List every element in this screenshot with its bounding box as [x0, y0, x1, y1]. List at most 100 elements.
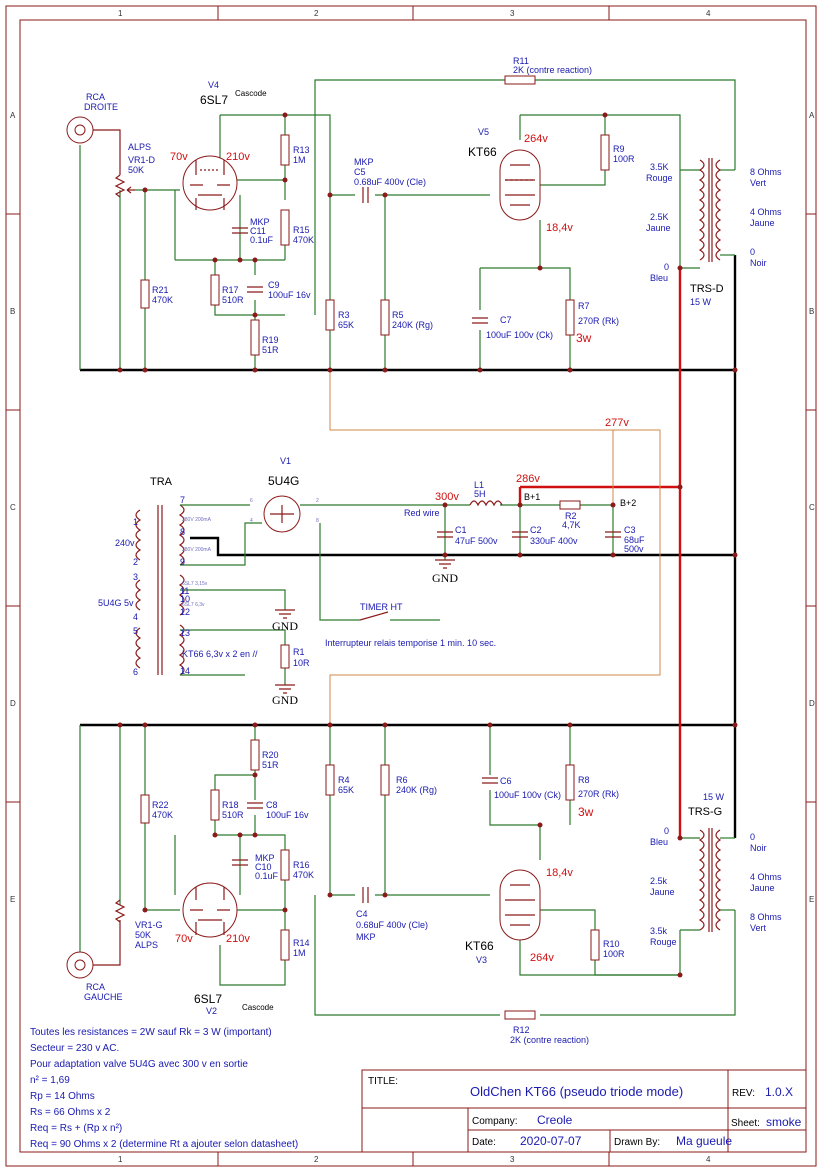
- r16-value: 470K: [293, 870, 314, 880]
- tra-label: TRA: [150, 476, 173, 488]
- resistor-r16: [280, 849, 290, 881]
- note-line: Rs = 66 Ohms x 2: [30, 1107, 111, 1118]
- r8-3w: 3w: [578, 805, 594, 819]
- r4-label: R4: [338, 775, 350, 785]
- pri-pin-6: 6: [133, 667, 138, 677]
- trs-g-bleu: Bleu: [650, 837, 668, 847]
- trs-g-zero2: 0: [750, 832, 755, 842]
- vr1-d-value: 50K: [128, 165, 144, 175]
- note-line: Rp = 14 Ohms: [30, 1091, 95, 1102]
- pri-240v: 240v: [115, 538, 135, 548]
- top-channel-wiring: [79, 79, 736, 370]
- r18-value: 510R: [222, 810, 244, 820]
- v5-264v: 264v: [524, 133, 548, 145]
- r6-label: R6: [396, 775, 408, 785]
- c4-mkp: MKP: [356, 932, 376, 942]
- sec-pin-14: 14: [180, 666, 190, 676]
- v3-264v: 264v: [530, 952, 554, 964]
- bottom-channel-wiring: [79, 725, 736, 1016]
- ground-symbols: [275, 559, 455, 694]
- grid-row-c: C: [10, 503, 16, 512]
- sec-6sl7-6v3: 6SL7 6,3v: [182, 602, 205, 608]
- c9-label: C9: [268, 280, 280, 290]
- note-line: Req = 90 Ohms x 2 (determine Rt a ajoute…: [30, 1139, 298, 1150]
- r20-label: R20: [262, 750, 279, 760]
- grid-row-d: D: [10, 699, 16, 708]
- r10-value: 100R: [603, 949, 625, 959]
- r21-label: R21: [152, 285, 169, 295]
- v4-70v: 70v: [170, 151, 188, 163]
- c10-label: C10: [255, 862, 272, 872]
- note-line: Pour adaptation valve 5U4G avec 300 v en…: [30, 1059, 248, 1070]
- c2-value: 330uF 400v: [530, 536, 578, 546]
- r22-value: 470K: [152, 810, 173, 820]
- alps-g-label: ALPS: [135, 940, 158, 950]
- tube-v2-6sl7: [182, 882, 238, 938]
- trs-d-vert: Vert: [750, 178, 767, 188]
- r22-label: R22: [152, 800, 169, 810]
- v3-type: KT66: [465, 939, 494, 953]
- vr1-g-label: VR1-G: [135, 920, 163, 930]
- sec-pin-8: 8: [180, 527, 185, 537]
- company-value: Creole: [537, 1113, 573, 1127]
- output-transformer-trs-d: [698, 158, 722, 262]
- timer-description: Interrupteur relais temporise 1 min. 10 …: [325, 638, 496, 648]
- date-value: 2020-07-07: [520, 1134, 582, 1148]
- ground-bus-top: [80, 255, 737, 372]
- trs-d-jaune2: Jaune: [750, 218, 775, 228]
- pri-pin-2: 2: [133, 557, 138, 567]
- tube-v3-kt66: [499, 869, 541, 941]
- rca-g-label: RCA: [86, 982, 105, 992]
- r8-value: 270R (Rk): [578, 789, 619, 799]
- sec-280v-1: 280V 200mA: [182, 517, 212, 523]
- r2-label: R2: [565, 511, 577, 521]
- sec-6sl7-3v15: 6SL7 3,15v: [182, 581, 208, 587]
- grid-row-c-right: C: [809, 503, 815, 512]
- r7-label: R7: [578, 301, 590, 311]
- grid-labels: 1 2 3 4 1 2 3 4 A B C D E A B C D E: [10, 9, 815, 1164]
- v5-type: KT66: [468, 145, 497, 159]
- trs-g-2k5: 2.5k: [650, 876, 668, 886]
- b-plus-2: B+2: [620, 498, 636, 508]
- pri-5u4g-5v: 5U4G 5v: [98, 598, 134, 608]
- r8-label: R8: [578, 775, 590, 785]
- resistor-r20: [250, 739, 260, 771]
- c4-value: 0.68uF 400v (Cle): [356, 920, 428, 930]
- c11-value: 0.1uF: [250, 235, 274, 245]
- v2-70v: 70v: [175, 933, 193, 945]
- r17-label: R17: [222, 285, 239, 295]
- capacitor-c7: [472, 317, 488, 324]
- c6-label: C6: [500, 776, 512, 786]
- r7-value: 270R (Rk): [578, 316, 619, 326]
- resistor-r4: [325, 764, 335, 796]
- grid-row-b-right: B: [809, 307, 814, 316]
- r4-value: 65K: [338, 785, 354, 795]
- rca-jack-droite: [66, 116, 121, 175]
- trs-d-power: 15 W: [690, 297, 712, 307]
- title-block: TITLE: OldChen KT66 (pseudo triode mode)…: [361, 1069, 807, 1153]
- v1-pin-6: 6: [250, 498, 253, 504]
- c8-label: C8: [266, 800, 278, 810]
- timer-switch: [359, 611, 389, 621]
- sec-pin-7: 7: [180, 495, 185, 505]
- timer-ht-label: TIMER HT: [360, 602, 403, 612]
- bottom-labels: RCA GAUCHE VR1-G 50K ALPS 6SL7 V2 Cascod…: [84, 750, 782, 1045]
- trs-d-label: TRS-D: [690, 283, 724, 295]
- tube-v4-6sl7: [182, 155, 238, 211]
- gnd-label-2: GND: [272, 693, 298, 707]
- psu-wiring: [180, 504, 614, 685]
- date-label: Date:: [472, 1137, 496, 1148]
- trs-d-3k5: 3.5K: [650, 162, 669, 172]
- c5-value: 0.68uF 400v (Cle): [354, 177, 426, 187]
- trs-g-3k5: 3.5k: [650, 926, 668, 936]
- v1-pin-8: 8: [316, 518, 319, 524]
- hv-bus-red: [518, 268, 682, 838]
- rectifier-v1-5u4g: [263, 495, 301, 533]
- c8-value: 100uF 16v: [266, 810, 309, 820]
- gnd-label-psu: GND: [432, 571, 458, 585]
- grid-col-1-bottom: 1: [118, 1155, 123, 1164]
- resistor-r9: [600, 134, 610, 171]
- capacitor-c8: [247, 802, 263, 809]
- grid-col-1: 1: [118, 9, 123, 18]
